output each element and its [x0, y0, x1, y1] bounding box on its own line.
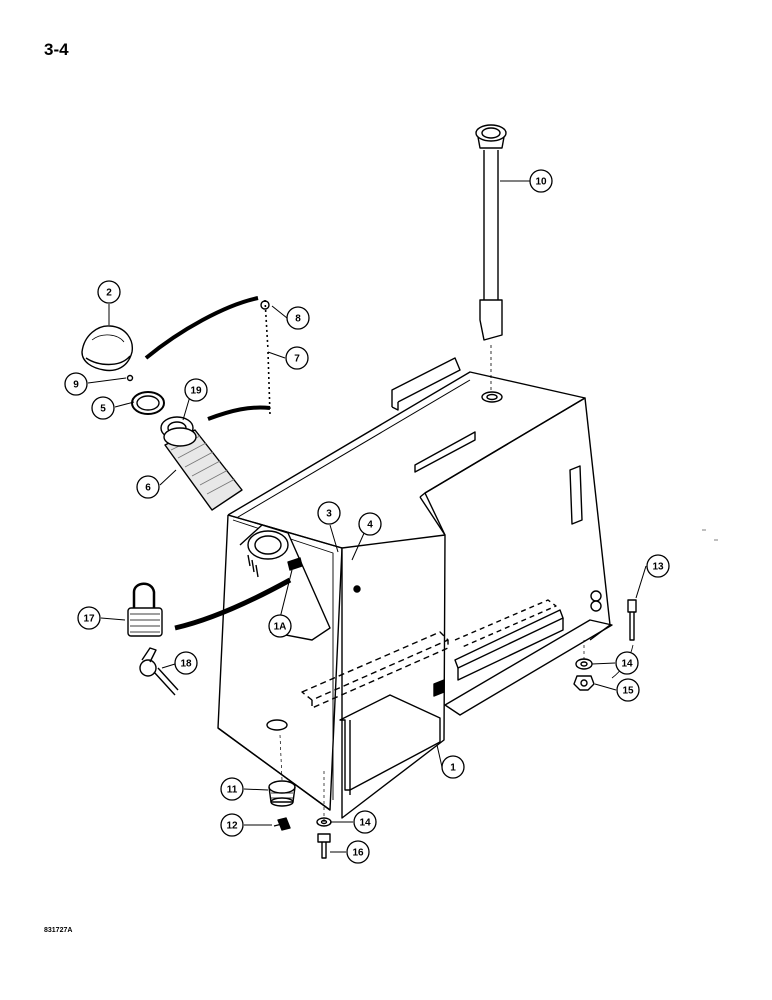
- callout-5: 5: [91, 396, 115, 420]
- callout-label: 8: [295, 314, 301, 325]
- callout-label: 16: [352, 848, 364, 859]
- padlock: [127, 577, 292, 637]
- hardware: [279, 529, 718, 859]
- callout-19: 19: [184, 378, 208, 402]
- callout-18: 18: [174, 651, 198, 675]
- drain-plug: [268, 780, 296, 831]
- callout-label: 9: [73, 380, 79, 391]
- callout-circle: [220, 777, 244, 801]
- leader-lines: [87, 180, 647, 853]
- callout-10: 10: [529, 169, 553, 193]
- callout-label: 19: [190, 386, 202, 397]
- callout-label: 6: [145, 483, 151, 494]
- callout-label: 15: [622, 686, 634, 697]
- callout-label: 3: [326, 509, 332, 520]
- drawing-code: 831727A: [44, 927, 73, 934]
- callout-6: 6: [136, 475, 160, 499]
- callout-circle: [353, 810, 377, 834]
- callout-circle: [64, 372, 88, 396]
- callout-circle: [184, 378, 208, 402]
- callout-label: 14: [621, 659, 633, 670]
- lanyard-chain: [144, 296, 271, 421]
- callout-circle: [220, 813, 244, 837]
- callout-circle: [91, 396, 115, 420]
- callout-15: 15: [616, 678, 640, 702]
- callout-2: 2: [97, 280, 121, 304]
- callout-17: 17: [77, 606, 101, 630]
- callout-label: 1: [450, 763, 456, 774]
- callout-circle: [268, 614, 292, 638]
- mounting-brackets: [301, 590, 613, 795]
- keys: [139, 647, 179, 696]
- callout-circle: [616, 678, 640, 702]
- callout-label: 1A: [274, 622, 287, 633]
- callout-1: 1: [441, 755, 465, 779]
- callout-label: 2: [106, 288, 112, 299]
- callout-label: 18: [180, 659, 192, 670]
- callout-circle: [285, 346, 309, 370]
- callout-9: 9: [64, 372, 88, 396]
- callout-circle: [358, 512, 382, 536]
- callout-label: 17: [83, 614, 95, 625]
- callout-circle: [441, 755, 465, 779]
- callout-14b: 14: [353, 810, 377, 834]
- callout-7: 7: [285, 346, 309, 370]
- callout-11: 11: [220, 777, 244, 801]
- callout-label: 14: [359, 818, 371, 829]
- callout-14a: 14: [615, 651, 639, 675]
- fuel-cap: [81, 325, 134, 382]
- page-number: 3-4: [44, 40, 69, 59]
- callout-label: 13: [652, 562, 664, 573]
- callout-circle: [317, 501, 341, 525]
- callout-label: 4: [367, 520, 373, 531]
- callout-circle: [286, 306, 310, 330]
- callout-4: 4: [358, 512, 382, 536]
- callout-label: 11: [227, 785, 238, 796]
- callout-circle: [346, 840, 370, 864]
- callout-circle: [529, 169, 553, 193]
- callout-16: 16: [346, 840, 370, 864]
- callout-circle: [136, 475, 160, 499]
- callout-circle: [77, 606, 101, 630]
- filler-tube: [163, 427, 243, 511]
- callout-circle: [646, 554, 670, 578]
- callout-circle: [174, 651, 198, 675]
- callout-label: 10: [535, 177, 547, 188]
- callout-8: 8: [286, 306, 310, 330]
- callout-label: 7: [294, 354, 300, 365]
- fuel-gauge-sending-unit: [475, 124, 507, 390]
- callout-label: 5: [100, 404, 106, 415]
- callout-1A: 1A: [268, 614, 292, 638]
- callout-12: 12: [220, 813, 244, 837]
- callout-label: 12: [226, 821, 238, 832]
- callout-13: 13: [646, 554, 670, 578]
- callout-circle: [615, 651, 639, 675]
- callout-3: 3: [317, 501, 341, 525]
- callout-circle: [97, 280, 121, 304]
